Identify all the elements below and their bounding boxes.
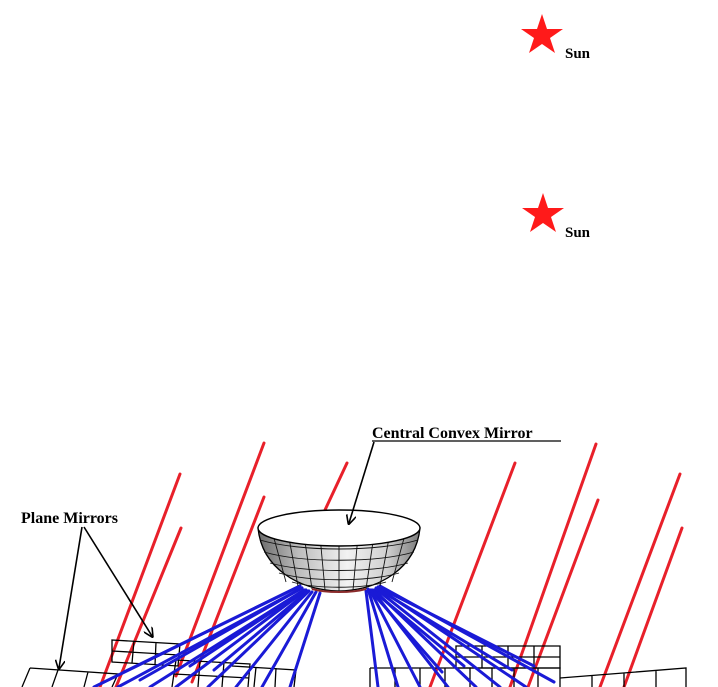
reflected-ray: [188, 588, 307, 668]
plane-mirror: [470, 667, 561, 687]
reflected-ray: [370, 588, 466, 668]
plane-mirror: [559, 667, 687, 687]
incident-ray: [526, 498, 600, 687]
sun-label: Sun: [565, 46, 591, 62]
dome-grid: [259, 530, 419, 591]
incident-ray: [174, 441, 266, 678]
star-icon: [522, 193, 564, 232]
dome-rim: [257, 509, 421, 547]
sun-label: Sun: [565, 225, 591, 241]
reflected-ray: [288, 591, 322, 687]
reflected-ray: [368, 588, 444, 674]
incident-ray: [598, 472, 682, 687]
incident-ray: [622, 526, 684, 687]
reflected-ray: [212, 589, 310, 672]
central-convex-mirror: [257, 509, 421, 593]
central-mirror-annotation: Central Convex Mirror: [349, 425, 561, 523]
plane-mirrors-annotation: Plane Mirrors: [21, 510, 152, 668]
star-icon: [521, 14, 563, 53]
reflected-rays: [92, 584, 556, 687]
incident-rays: [98, 441, 684, 687]
incident-ray: [323, 461, 349, 512]
reflected-ray: [138, 586, 304, 682]
plane-mirrors-arrow-left: [59, 526, 83, 668]
reflected-ray: [368, 588, 422, 687]
central-mirror-label: Central Convex Mirror: [372, 425, 533, 442]
reflected-ray: [174, 588, 308, 687]
incident-ray: [114, 526, 183, 687]
sun-top: Sun: [521, 14, 591, 62]
reflected-ray: [234, 590, 314, 687]
reflected-ray: [374, 587, 502, 687]
sun-bottom: Sun: [522, 193, 591, 241]
plane-mirrors-arrow-right: [83, 526, 152, 636]
incident-ray: [190, 495, 266, 684]
incident-ray: [508, 442, 598, 687]
plane-mirrors-label: Plane Mirrors: [21, 510, 118, 527]
reflected-ray: [364, 589, 380, 687]
plane-mirrors: [21, 639, 687, 687]
dome-base-shadow: [311, 588, 367, 593]
reflected-ray: [374, 586, 514, 672]
reflected-ray: [260, 590, 318, 687]
plane-mirror: [111, 639, 181, 667]
reflected-ray: [122, 584, 302, 674]
reflected-ray: [376, 585, 536, 668]
central-mirror-arrow: [349, 441, 375, 523]
reflected-ray: [366, 587, 400, 687]
reflected-ray: [206, 589, 311, 687]
